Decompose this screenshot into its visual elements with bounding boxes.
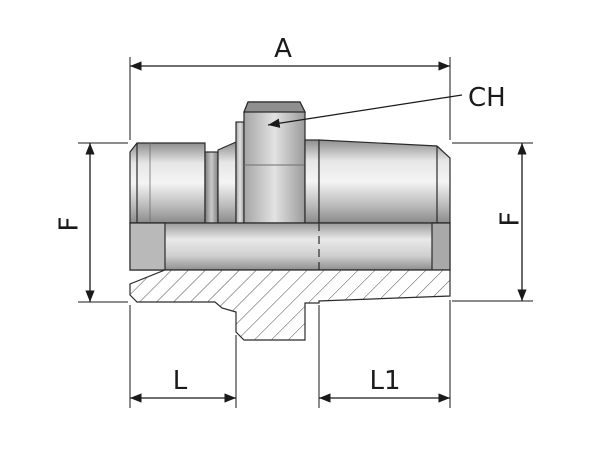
dimension-l1 [318,300,451,408]
label-a: A [274,34,292,64]
dimension-l [129,305,237,408]
left-thread-end [129,142,206,224]
dimension-f-right [452,142,533,302]
label-l1: L1 [369,366,400,396]
label-ch: CH [468,83,506,113]
fitting-body-upper [129,101,451,224]
groove [204,151,219,224]
hex-size-leader [267,94,463,128]
label-f-left: F [55,217,85,232]
bore [129,222,451,300]
dimension-a [129,57,451,140]
dimension-f-left [78,142,128,303]
label-f-right: F [496,212,526,227]
label-l: L [173,366,188,396]
right-tapered-thread [318,139,451,224]
section-cut [129,269,451,341]
